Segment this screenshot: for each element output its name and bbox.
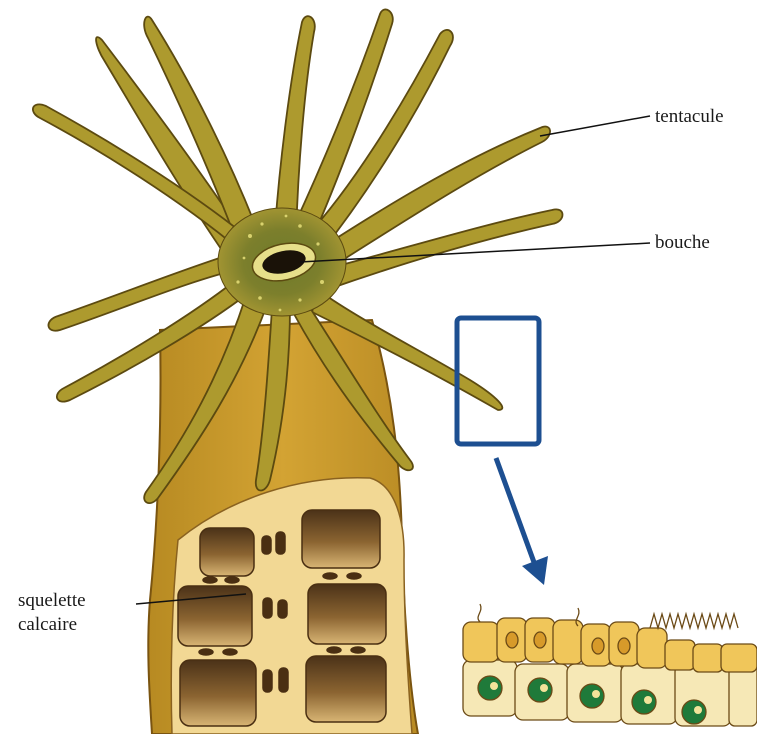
tentacle-leader (540, 116, 650, 136)
zoom-arrow (496, 458, 548, 585)
mouth-label: bouche (655, 232, 710, 254)
skeleton-label-line2: calcaire (18, 613, 86, 637)
skeleton-label-line1: squelette (18, 589, 86, 613)
skeleton-label: squelette calcaire (18, 589, 86, 637)
epidermis-cells (463, 604, 757, 726)
tentacle-label: tentacule (655, 106, 724, 128)
